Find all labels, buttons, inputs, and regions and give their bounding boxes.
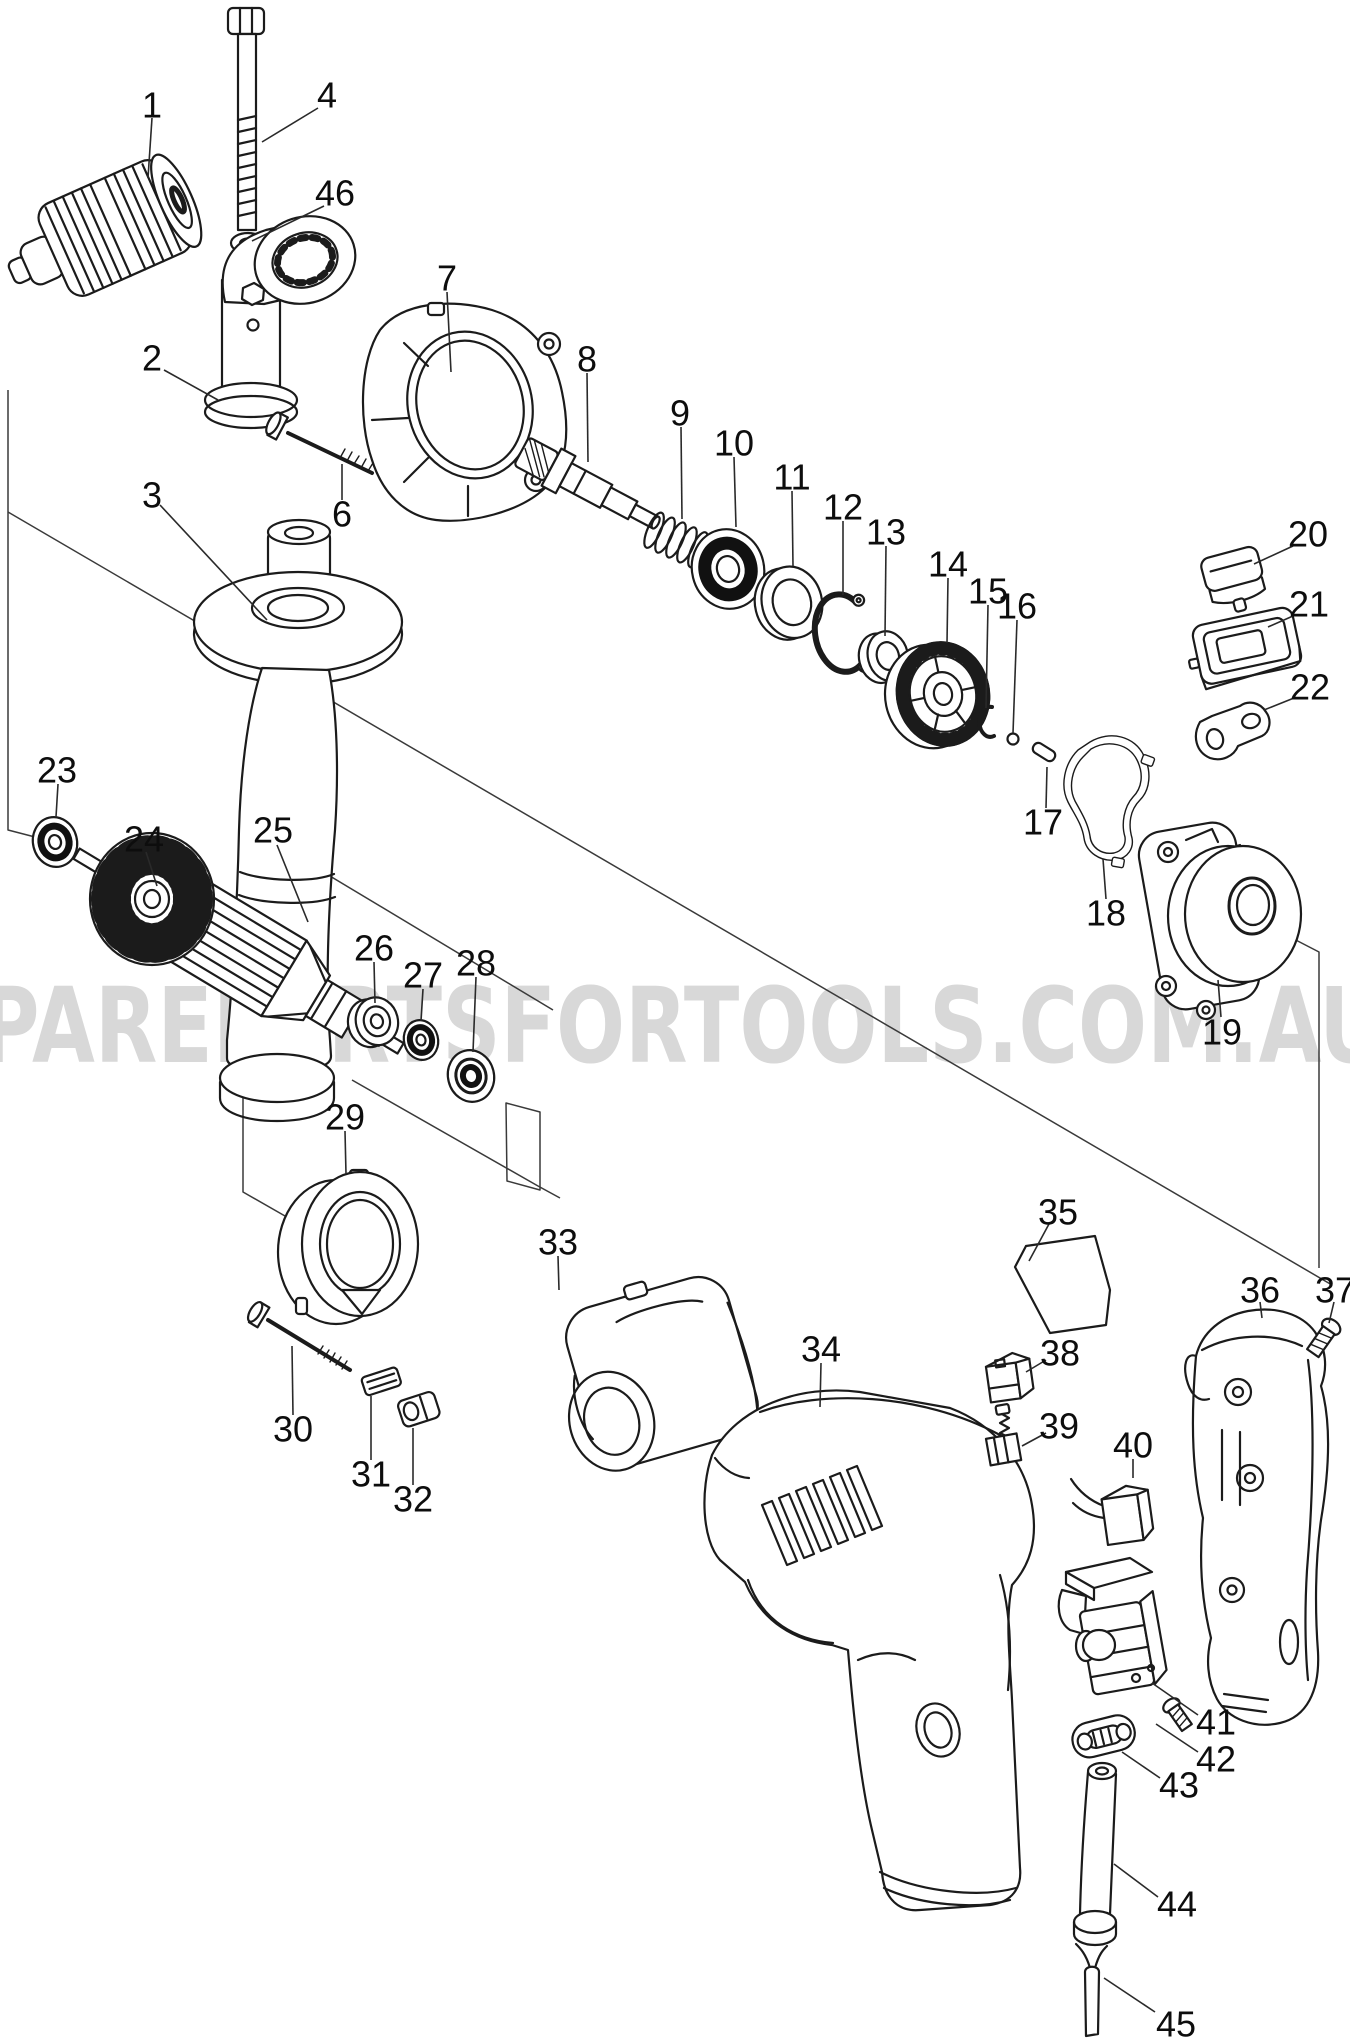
part-21-cover-icon (1187, 606, 1303, 691)
part-number-23: 23 (37, 750, 77, 791)
part-38-switch-block-icon (984, 1351, 1035, 1404)
part-number-44: 44 (1157, 1884, 1197, 1925)
part-number-33: 33 (538, 1222, 578, 1263)
part-number-29: 29 (325, 1097, 365, 1138)
part-32-brush-cap-icon (397, 1390, 441, 1428)
part-15-c-ring-icon (977, 704, 996, 739)
part-34-motor-housing-icon (703, 1389, 1036, 1912)
part-36-handle-cover-icon (1184, 1308, 1330, 1726)
part-number-9: 9 (670, 393, 690, 434)
part-31-brush-holder-clip-icon (360, 1366, 402, 1397)
part-28-ball-bearing-icon (446, 1049, 496, 1103)
part-14-gear-icon (883, 641, 991, 750)
part-number-32: 32 (393, 1479, 433, 1520)
part-number-18: 18 (1086, 893, 1126, 934)
part-37-screw-icon (1305, 1317, 1342, 1359)
part-8-spindle-icon (514, 437, 661, 530)
part-16-steel-ball-icon (1006, 732, 1020, 746)
part-24-fan-icon (88, 831, 216, 967)
part-20-slide-button-icon (1200, 545, 1267, 613)
part-number-4: 4 (317, 75, 337, 116)
part-27-ball-bearing-icon (402, 1019, 440, 1061)
part-number-45: 45 (1156, 2004, 1196, 2040)
part-number-13: 13 (866, 512, 906, 553)
part-number-42: 42 (1196, 1739, 1236, 1780)
part-4-chuck-bolt-icon (226, 6, 266, 232)
part-number-15: 15 (968, 571, 1008, 612)
part-number-8: 8 (577, 339, 597, 380)
part-2-gear-housing-icon (203, 215, 357, 430)
watermark: PAREPARTSFORTOOLS.COM.AU (0, 965, 1350, 1087)
part-number-26: 26 (354, 928, 394, 969)
assembly-axis-lines (7, 390, 1333, 1286)
part-number-labels: 1 4 46 2 3 6 7 8 9 10 11 12 13 14 15 16 … (37, 75, 1350, 2040)
part-23-ball-bearing-icon (31, 816, 79, 868)
part-11-flat-washer-icon (753, 565, 824, 641)
part-number-28: 28 (456, 943, 496, 984)
part-number-24: 24 (124, 819, 164, 860)
part-44-cord-guard-icon (1072, 1761, 1118, 1947)
part-26-bearing-icon (346, 996, 400, 1049)
part-number-12: 12 (823, 487, 863, 528)
leader-lines (55, 107, 1335, 2013)
part-number-31: 31 (351, 1454, 391, 1495)
part-6-screw-icon (265, 411, 374, 475)
part-number-7: 7 (437, 258, 457, 299)
part-number-3: 3 (142, 475, 162, 516)
part-number-10: 10 (714, 423, 754, 464)
part-9-spring-icon (643, 511, 709, 569)
part-number-37: 37 (1315, 1270, 1350, 1311)
part-number-11: 11 (773, 457, 810, 498)
part-10-ball-bearing-icon (690, 528, 766, 610)
part-7-gear-housing-cover-icon (361, 301, 568, 522)
part-33-field-stator-icon (565, 1275, 759, 1472)
part-number-6: 6 (332, 494, 352, 535)
part-42-screw-icon (1162, 1697, 1193, 1733)
part-number-36: 36 (1240, 1270, 1280, 1311)
part-number-35: 35 (1038, 1192, 1078, 1233)
part-40-capacitor-icon (1069, 1477, 1155, 1547)
part-number-46: 46 (315, 173, 355, 214)
part-41-switch-icon (1057, 1556, 1168, 1696)
part-number-14: 14 (928, 544, 968, 585)
part-35-name-plate-icon (1013, 1234, 1112, 1335)
part-19-bearing-box-icon (1137, 821, 1303, 1021)
part-number-20: 20 (1288, 514, 1328, 555)
part-17-pin-icon (1031, 741, 1057, 763)
part-number-30: 30 (273, 1409, 313, 1450)
part-39-carbon-brush-icon (984, 1403, 1023, 1467)
part-number-19: 19 (1202, 1012, 1242, 1053)
part-number-1: 1 (142, 85, 162, 126)
part-1-drill-chuck-icon (7, 153, 203, 297)
part-30-screw-icon (246, 1301, 352, 1372)
part-number-17: 17 (1023, 802, 1063, 843)
part-number-40: 40 (1113, 1425, 1153, 1466)
part-number-22: 22 (1290, 667, 1330, 708)
part-number-34: 34 (801, 1329, 841, 1370)
part-number-39: 39 (1039, 1406, 1079, 1447)
part-45-power-cord-icon (1074, 1942, 1109, 2038)
part-number-16: 16 (997, 586, 1037, 627)
part-18-gasket-icon (1063, 735, 1156, 869)
part-43-cord-clip-icon (1071, 1714, 1136, 1759)
part-number-27: 27 (403, 955, 443, 996)
part-number-38: 38 (1040, 1333, 1080, 1374)
part-29-baffle-ring-icon (276, 1168, 420, 1326)
part-22-clamp-icon (1194, 701, 1271, 761)
part-number-43: 43 (1159, 1765, 1199, 1806)
part-number-21: 21 (1289, 584, 1329, 625)
part-25-armature-icon (72, 831, 405, 1055)
part-number-41: 41 (1196, 1702, 1236, 1743)
part-number-25: 25 (253, 810, 293, 851)
part-number-2: 2 (142, 338, 162, 379)
